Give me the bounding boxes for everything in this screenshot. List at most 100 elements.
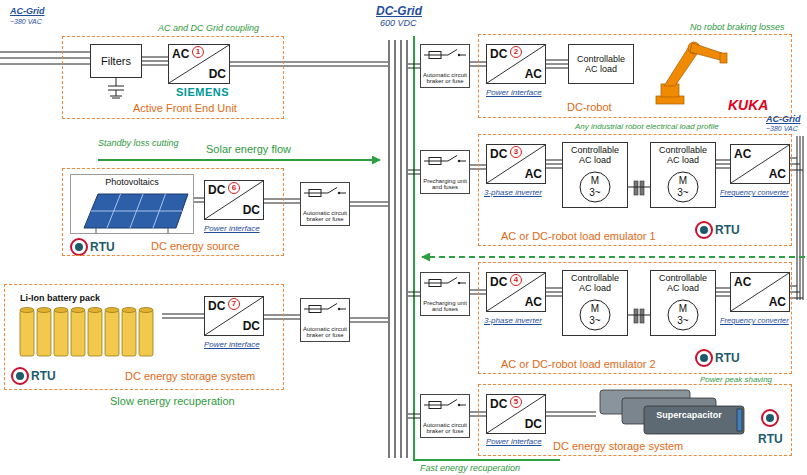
flow-label: Fast energy recuperation bbox=[420, 463, 520, 473]
dc-bus-lines bbox=[389, 40, 407, 458]
converter-name: Power interface bbox=[204, 224, 260, 233]
solar-panel bbox=[84, 194, 188, 228]
power-wire bbox=[716, 288, 730, 296]
power-wire bbox=[264, 315, 300, 319]
solar-panel bbox=[91, 194, 182, 228]
precharge-box: Precharging unit and fuses bbox=[420, 150, 470, 194]
energy-flow-arrow bbox=[414, 36, 560, 460]
rtu-badge bbox=[696, 222, 712, 238]
supercapacitor-modules bbox=[644, 406, 744, 434]
motor-symbol-text: 3~ bbox=[563, 187, 627, 198]
rtu-badge bbox=[762, 410, 778, 426]
panel-label: Photovoltaics bbox=[73, 177, 191, 187]
flow-label: Solar energy flow bbox=[206, 143, 291, 155]
breaker-symbol bbox=[301, 185, 349, 201]
breaker-label: Precharging unit and fuses bbox=[423, 178, 467, 190]
power-wire bbox=[408, 170, 420, 174]
converter-side: AC bbox=[734, 147, 751, 161]
converter-name: Frequency converter bbox=[720, 188, 789, 197]
converter-box: AC AC bbox=[730, 144, 790, 184]
capacitor-symbol bbox=[108, 78, 124, 98]
callout-number: 1 bbox=[192, 46, 204, 58]
breaker-label: Automatic circuit braker or fuse bbox=[303, 326, 347, 338]
grid-voltage: ~380 VAC bbox=[766, 125, 798, 132]
battery-cells bbox=[105, 308, 119, 313]
breaker-symbol bbox=[301, 301, 349, 317]
converter-name: Power interface bbox=[486, 437, 542, 446]
battery-pack: Li-Ion battery pack bbox=[12, 290, 162, 362]
grid-voltage: ~380 VAC bbox=[10, 18, 42, 25]
load-label: Controllable AC load bbox=[565, 145, 625, 165]
breaker-symbol bbox=[421, 397, 469, 413]
motor-symbol-text: 3~ bbox=[563, 315, 627, 326]
motor-symbol-text: M bbox=[651, 175, 715, 186]
converter-side: DC bbox=[243, 319, 260, 333]
group-heading: DC-robot bbox=[567, 101, 612, 113]
group-heading: Active Front End Unit bbox=[133, 102, 237, 114]
flow-note: No robot braking losses bbox=[690, 22, 785, 32]
rtu-badge bbox=[71, 239, 87, 255]
battery-cells bbox=[37, 308, 51, 313]
callout-number: 5 bbox=[510, 396, 522, 408]
callout-number: 7 bbox=[228, 298, 240, 310]
load-label: Controllable AC load bbox=[653, 145, 713, 165]
callout-number: 4 bbox=[510, 274, 522, 286]
breaker-label: Automatic circuit braker or fuse bbox=[303, 210, 347, 222]
motor-symbol-text: M bbox=[563, 303, 627, 314]
brand-logo: RTU bbox=[758, 432, 783, 446]
breaker-box: Automatic circuit braker or fuse bbox=[300, 298, 350, 342]
flow-label: Slow energy recuperation bbox=[110, 395, 235, 407]
grid-name: AC-Grid bbox=[10, 6, 45, 16]
battery-cells bbox=[37, 310, 51, 356]
battery-cells bbox=[139, 310, 153, 356]
converter-side: AC bbox=[769, 167, 786, 181]
power-wire bbox=[230, 62, 388, 66]
converter-side: AC bbox=[525, 167, 542, 181]
grid-name: AC-Grid bbox=[766, 114, 801, 124]
dc-bus: DC-Grid600 VDC bbox=[388, 40, 408, 458]
converter-side: AC bbox=[769, 295, 786, 309]
motor-symbol-text: 3~ bbox=[651, 315, 715, 326]
energy-flow-arrow bbox=[422, 256, 805, 258]
breaker-label: Automatic circuit braker or fuse bbox=[423, 72, 467, 84]
shaft-line bbox=[628, 315, 650, 316]
supercapacitor-modules bbox=[737, 409, 742, 431]
supercapacitor-modules bbox=[600, 390, 744, 434]
load-box: Controllable AC load bbox=[568, 44, 634, 84]
converter-side: DC bbox=[490, 147, 507, 161]
power-wire bbox=[408, 292, 420, 296]
power-wire bbox=[142, 57, 168, 65]
converter-side: AC bbox=[172, 47, 189, 61]
group-heading: AC or DC-robot load emulator 1 bbox=[501, 230, 656, 242]
callout-number: 3 bbox=[510, 146, 522, 158]
rtu-badge-core bbox=[75, 243, 83, 251]
shaft-coupling bbox=[634, 181, 644, 323]
converter-side: DC bbox=[525, 417, 542, 431]
motor-symbol-text: M bbox=[651, 303, 715, 314]
motor-symbol-text: 3~ bbox=[651, 187, 715, 198]
flow-note: Any industrial robot electrical load pro… bbox=[575, 122, 719, 131]
battery-cells bbox=[71, 308, 85, 313]
battery-cells bbox=[20, 308, 34, 313]
grid-title: DC-Grid bbox=[376, 4, 422, 18]
battery-cells bbox=[20, 308, 153, 357]
kuka-robot bbox=[656, 42, 727, 104]
breaker-symbol bbox=[421, 275, 469, 291]
shaft-coupling bbox=[634, 181, 638, 195]
flow-note: AC and DC Grid coupling bbox=[158, 23, 259, 33]
motor-load-box: Controllable AC loadM3~ bbox=[562, 142, 628, 208]
load-label: Controllable AC load bbox=[653, 273, 713, 293]
converter-name: Frequency converter bbox=[720, 316, 789, 325]
energy-flow-arrow bbox=[98, 159, 380, 161]
converter-name: 3-phase inverter bbox=[484, 316, 542, 325]
breaker-label: Precharging unit and fuses bbox=[423, 300, 467, 312]
breaker-box: Automatic circuit braker or fuse bbox=[420, 44, 470, 88]
power-wire bbox=[408, 64, 420, 68]
precharge-box: Precharging unit and fuses bbox=[420, 272, 470, 316]
group-heading: DC energy source bbox=[151, 240, 240, 252]
rtu-badge-core bbox=[16, 372, 24, 380]
battery-cells bbox=[88, 308, 102, 313]
callout-number: 6 bbox=[228, 182, 240, 194]
shaft-coupling bbox=[640, 309, 644, 323]
